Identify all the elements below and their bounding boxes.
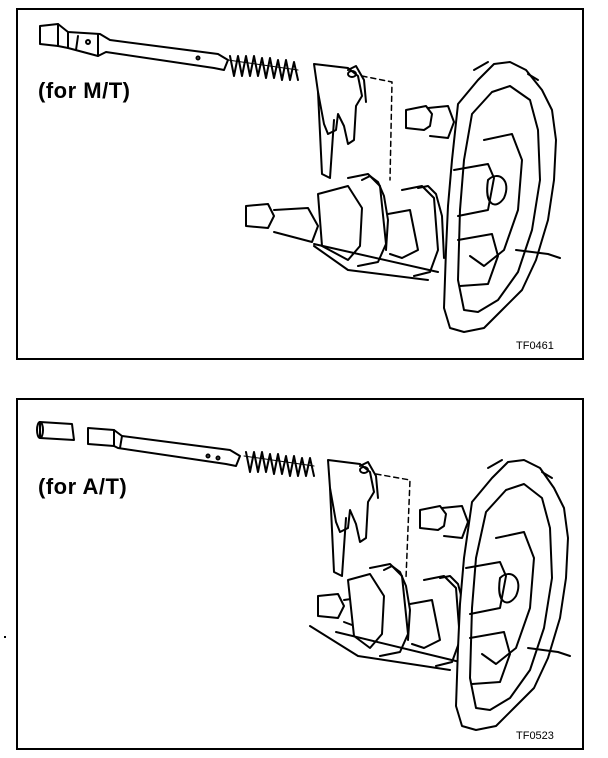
guide-line [361,75,393,181]
shaft-stub-upper [405,105,455,139]
diagram-panel-at: (for A/T) TF0523 [16,398,584,750]
panel-label: (for A/T) [38,474,128,499]
speck [4,636,6,638]
shift-assembly-illustration-mt [39,23,561,333]
figure-code: TF0461 [516,340,554,352]
gear-shaft-assembly [309,563,467,671]
figure-code: TF0523 [516,730,554,742]
shaft-sleeve [36,421,75,441]
spring [243,451,315,477]
gear-shaft-assembly [245,173,445,281]
shift-shaft [87,427,241,467]
shaft-stub-upper [419,505,469,539]
guide-line [375,473,411,579]
shift-fork [313,63,367,179]
shift-fork [327,459,379,577]
shift-shaft [39,23,229,71]
panel-label: (for M/T) [38,78,131,103]
spring [227,55,299,81]
transmission-case [443,61,561,333]
transmission-case [455,459,571,731]
shift-assembly-illustration-at [36,421,571,731]
diagram-panel-mt: (for M/T) TF0461 [16,8,584,360]
